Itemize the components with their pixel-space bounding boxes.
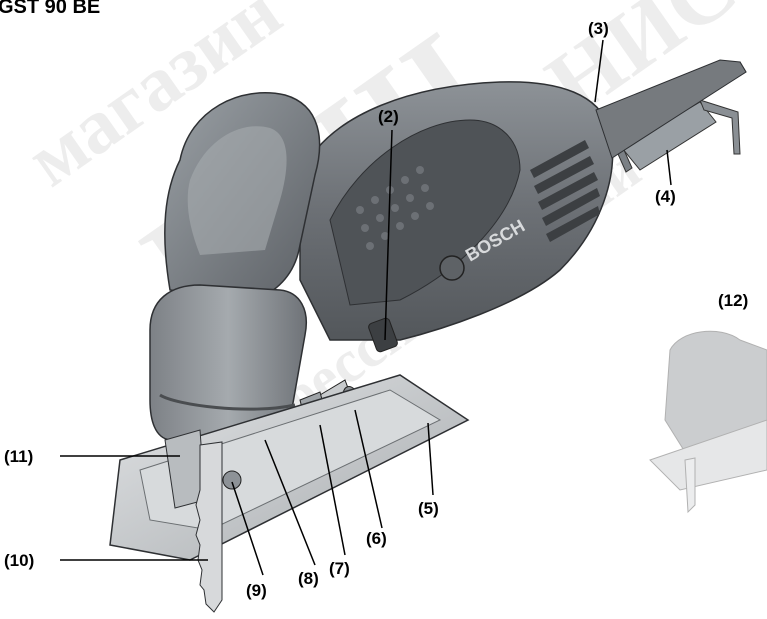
leader-4 [666,149,672,186]
callout-5: (5) [418,499,439,518]
motor-housing: BOSCH [299,81,614,341]
callout-7: (7) [329,559,350,578]
callout-9: (9) [246,581,267,600]
leader-2 [384,129,393,341]
leader-lines [60,39,672,576]
brand-emblem-icon [439,255,465,281]
saw-blade [195,441,223,613]
inset-jigsaw [649,330,767,514]
leader-5 [427,422,434,496]
handle [164,92,321,301]
leader-8 [264,439,316,566]
leader-3 [594,39,604,103]
callout-10: (10) [4,551,35,570]
callout-2: (2) [378,107,399,126]
leader-9 [231,481,264,576]
callout-4: (4) [655,187,676,206]
cable-boot [595,59,747,159]
model-title: GST 90 BE [0,0,101,18]
callout-6: (6) [366,529,387,548]
leader-7 [319,424,346,556]
callout-3: (3) [588,19,609,38]
callout-12: (12) [718,291,749,310]
leader-6 [354,409,383,529]
callout-11: (11) [4,447,34,466]
vent-slots [530,140,600,242]
guide-roller [222,470,242,490]
callout-8: (8) [298,569,319,588]
